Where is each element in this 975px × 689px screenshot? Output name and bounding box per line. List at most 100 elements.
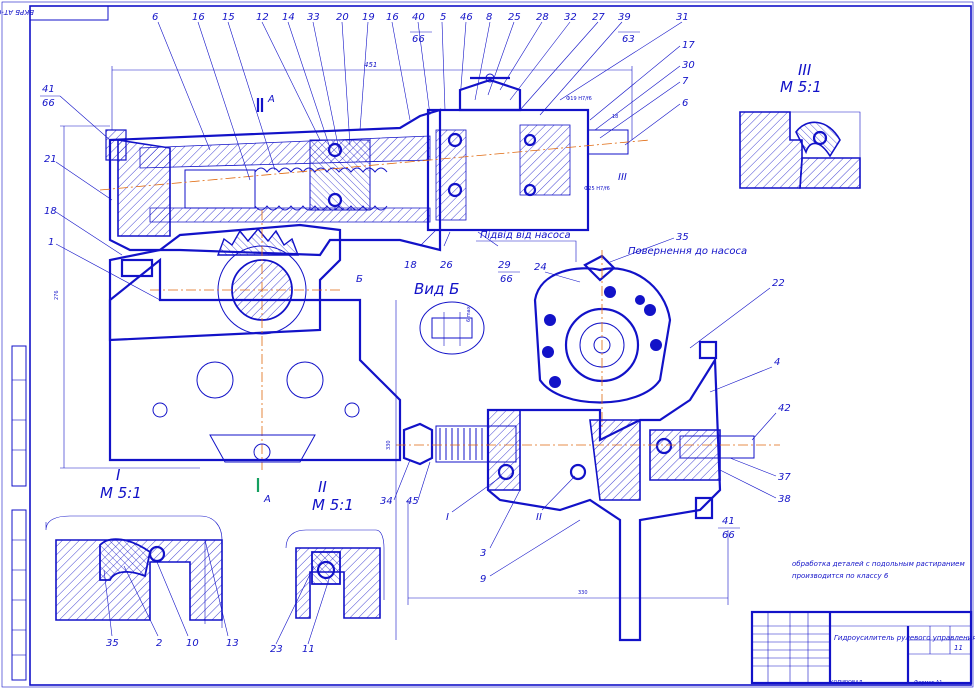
callout: 1 xyxy=(48,237,54,248)
callout: 6 xyxy=(682,98,688,109)
dim-pump-width: 330 xyxy=(578,590,588,596)
callout: 18 xyxy=(44,206,57,217)
callout: 13 xyxy=(226,638,239,649)
section-mark-a-bottom: А xyxy=(263,494,271,505)
callout: 45 xyxy=(406,496,419,507)
callout: 41 xyxy=(722,516,735,527)
pump-side-view: Підвід від насоса Повернення до насоса 2… xyxy=(380,229,791,642)
detail-view-1: 35 2 10 13 xyxy=(45,515,239,649)
title-block-format: Формат А1 xyxy=(914,680,942,686)
callout: II xyxy=(536,512,542,523)
callout: 15 xyxy=(222,12,235,23)
top-right-callouts: 17 30 7 6 III xyxy=(589,40,695,183)
view-1-scale: М 5:1 xyxy=(100,484,142,502)
callout: 37 xyxy=(778,472,791,483)
callout: III xyxy=(618,172,627,183)
callout: 16 xyxy=(386,12,399,23)
title-block-org: КОПИРОВАЛ xyxy=(830,680,863,686)
callout: 11 xyxy=(302,644,315,655)
main-section-view: 45 1 xyxy=(40,12,695,505)
callout: 28 xyxy=(536,12,549,23)
callout: 9 xyxy=(480,574,486,585)
callout: 21 xyxy=(44,154,57,165)
callout: 39 xyxy=(618,12,631,23)
callout: 42 xyxy=(778,403,791,414)
left-callouts: 41 66 21 18 1 xyxy=(40,84,161,301)
callout: 22 xyxy=(772,278,785,289)
fraction-denom: 66 xyxy=(42,98,55,109)
callout: 30 xyxy=(682,60,695,71)
note-line-2: производится по классу 6 xyxy=(792,572,889,580)
fit-1: Ф19 H7/f6 xyxy=(566,96,592,102)
view-2-scale: М 5:1 xyxy=(312,496,354,514)
fit-2: Ф25 H7/f6 xyxy=(584,186,610,192)
callout: 4 xyxy=(774,357,780,368)
detail-view-2: II М 5:1 23 11 xyxy=(270,478,385,655)
dim-18: 18 xyxy=(612,114,618,120)
pump-supply-label: Підвід від насоса xyxy=(480,229,571,241)
callout: 17 xyxy=(682,40,695,51)
callout: 16 xyxy=(192,12,205,23)
callout: 14 xyxy=(282,12,295,23)
callout: 38 xyxy=(778,494,791,505)
callout: 18 xyxy=(404,260,417,271)
callout: 32 xyxy=(564,12,577,23)
dim-small: 6 max xyxy=(466,306,472,322)
callout: 29 xyxy=(498,260,511,271)
detail-1-callouts: 35 2 10 13 xyxy=(103,539,239,649)
callout: 7 xyxy=(682,76,689,87)
callout: 20 xyxy=(336,12,349,23)
callout: 33 xyxy=(307,12,320,23)
inner-frame xyxy=(29,5,972,686)
callout: 3 xyxy=(480,548,486,559)
view-1-label: I xyxy=(116,466,121,484)
title-block-sheet: 11 xyxy=(954,644,963,652)
callout: 23 xyxy=(270,644,283,655)
detail-2-callouts: 23 11 xyxy=(270,565,331,655)
callout: 35 xyxy=(676,232,689,243)
left-stamp-strip xyxy=(11,345,27,681)
callout: 2 xyxy=(156,638,162,649)
dim-pump-height: 330 xyxy=(386,440,392,450)
callout: 12 xyxy=(256,12,269,23)
fraction-denom: 66 xyxy=(500,274,513,285)
return-label: Повернення до насоса xyxy=(628,246,747,257)
callout: 41 xyxy=(42,84,55,95)
dim-overall-width: 451 xyxy=(364,61,377,69)
view-3-label: III xyxy=(798,61,812,79)
callout: 34 xyxy=(380,496,393,507)
fraction-denom: 63 xyxy=(622,34,635,45)
doc-code-box: ВКРБ АТ-091-05.41.7.1 xyxy=(0,5,109,21)
view-2-label: II xyxy=(318,478,327,496)
callout: I xyxy=(446,512,449,523)
mid-callouts-left: 18 26 29 66 xyxy=(404,229,520,285)
note-line-1: обработка деталей с подольным растирание… xyxy=(792,560,965,568)
callout: 35 xyxy=(106,638,119,649)
callout: 6 xyxy=(152,12,158,23)
section-mark-b: Б xyxy=(356,274,363,285)
fraction-denom: 66 xyxy=(722,530,735,541)
callout: 8 xyxy=(486,12,492,23)
callout: 10 xyxy=(186,638,199,649)
callout: 26 xyxy=(440,260,453,271)
callout: 27 xyxy=(592,12,605,23)
pump-callouts: 22 4 42 37 38 41 66 34 45 I II 3 9 xyxy=(380,278,791,585)
callout: 46 xyxy=(460,12,473,23)
view-b-label: Вид Б xyxy=(414,280,459,298)
callout: 25 xyxy=(508,12,521,23)
top-callouts: 6 16 15 12 14 33 20 19 16 40 5 46 8 25 2… xyxy=(152,12,689,23)
dim-height: 276 xyxy=(54,290,60,300)
doc-code: ВКРБ АТ-091-05.41.7.1 xyxy=(0,8,34,16)
view-b: Вид Б 6 max xyxy=(414,280,485,355)
callout: 24 xyxy=(534,262,547,273)
detail-view-3: III М 5:1 xyxy=(739,61,861,189)
view-3-scale: М 5:1 xyxy=(780,78,822,96)
callout: 19 xyxy=(362,12,375,23)
callout: 31 xyxy=(676,12,689,23)
title-block-name: Гидроусилитель рулевого управления xyxy=(834,634,975,642)
callout: 5 xyxy=(440,12,446,23)
callout: 40 xyxy=(412,12,425,23)
title-block: Гидроусилитель рулевого управления 11 xyxy=(750,610,975,685)
